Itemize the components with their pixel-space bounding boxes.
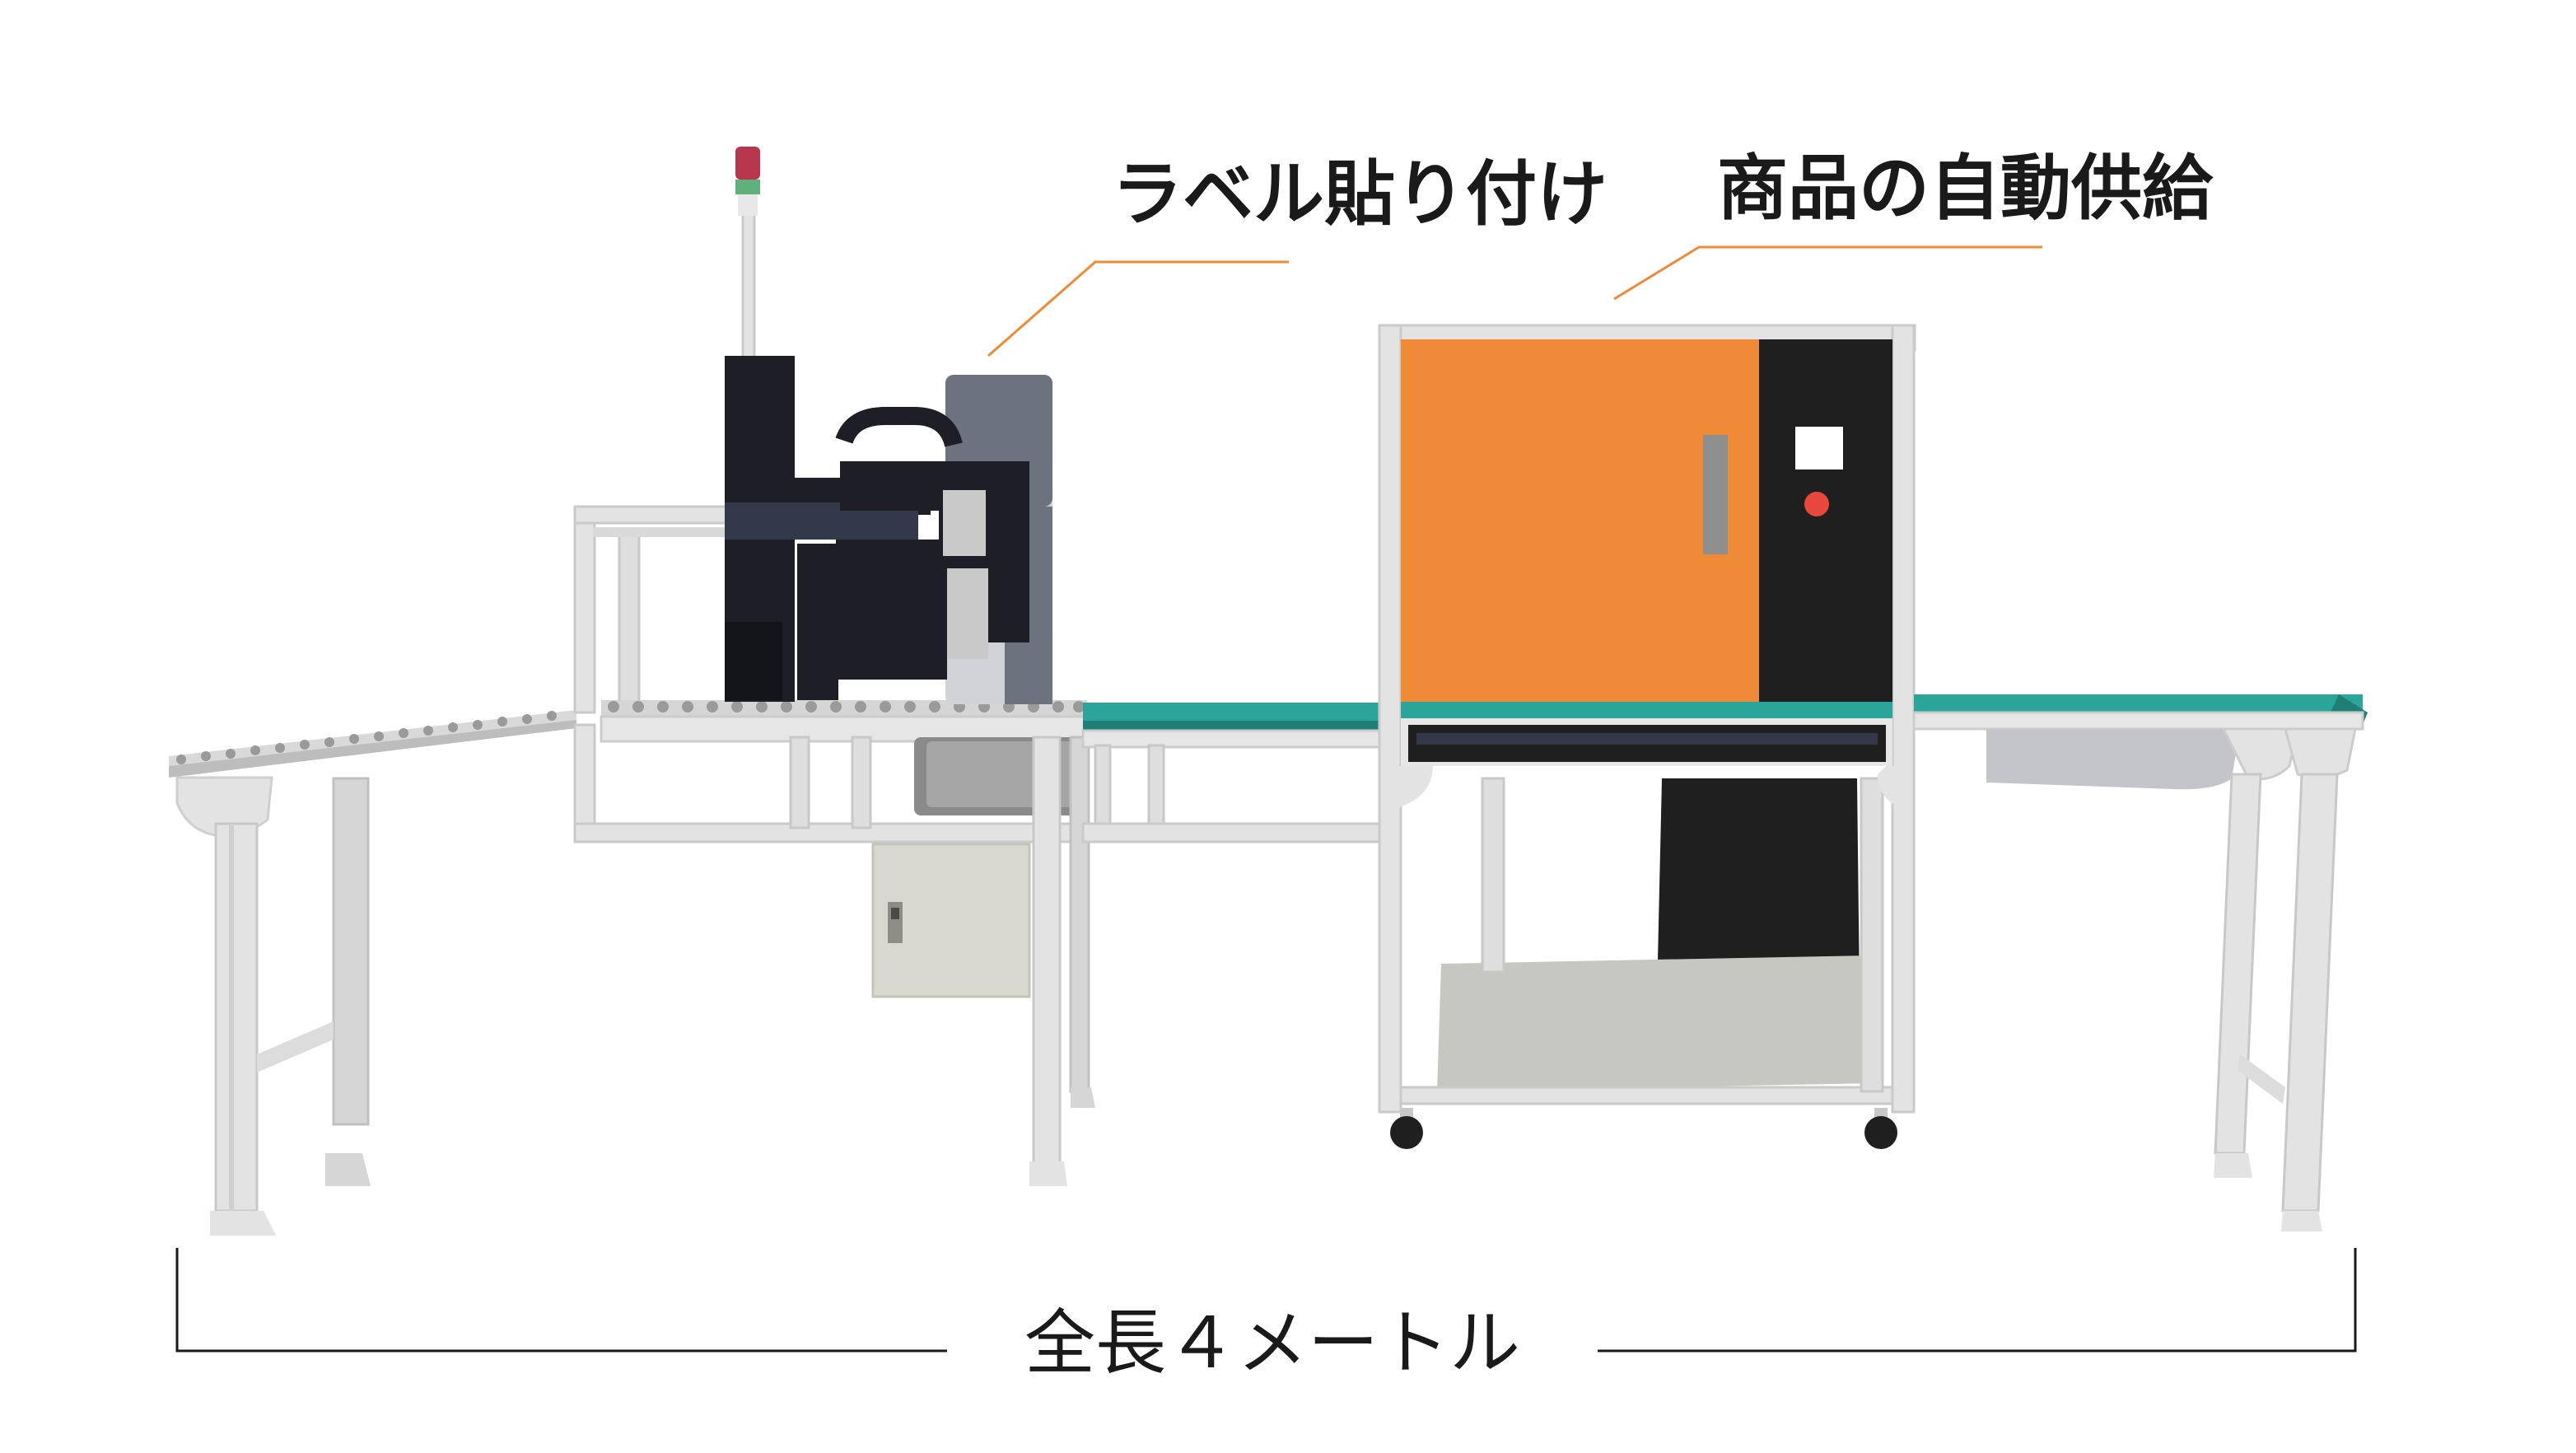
- leader-lines: [987, 245, 2042, 357]
- right-belt-conveyor: [1912, 694, 2368, 1231]
- leader-line-labeler: [987, 260, 1289, 357]
- callout-auto-feeder: 商品の自動供給: [1717, 147, 2214, 230]
- total-length-label: 全長４メートル: [1024, 1302, 1520, 1385]
- middle-belt-conveyor: [1081, 703, 1381, 843]
- length-dimension-bracket: [175, 1248, 2357, 1353]
- emergency-stop-icon: [1804, 492, 1829, 516]
- auto-feeder-cabinet: [1378, 324, 1916, 1149]
- leader-line-feeder: [1613, 245, 2042, 301]
- callout-label-applicator: ラベル貼り付け: [1112, 153, 1608, 236]
- control-display-icon: [1795, 427, 1843, 470]
- label-applicator-machine: [725, 356, 1052, 704]
- left-roller-conveyor: [169, 710, 576, 1236]
- signal-tower: [735, 147, 760, 364]
- roller-row-left: [176, 711, 557, 764]
